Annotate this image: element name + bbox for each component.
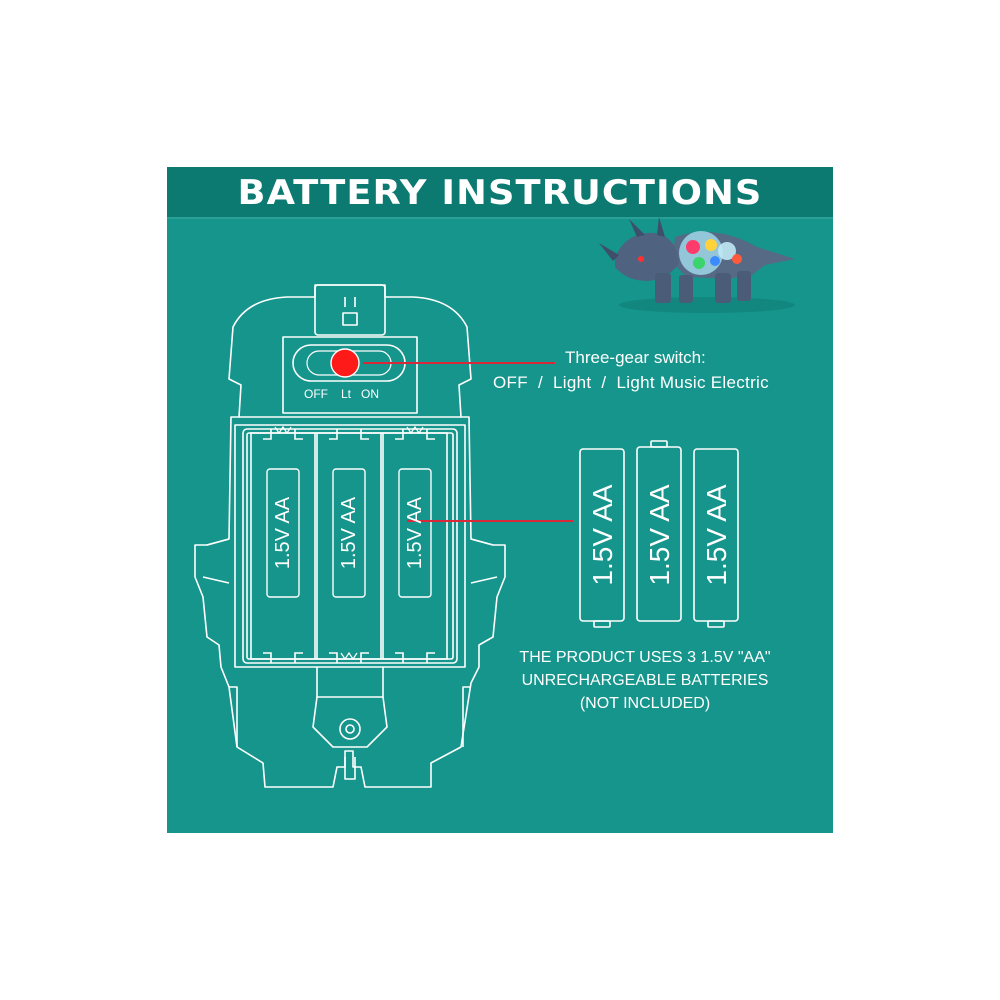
- product-note: THE PRODUCT USES 3 1.5V "AA" UNRECHARGEA…: [485, 646, 805, 715]
- loose-battery-label-2: 1.5V AA: [644, 484, 675, 586]
- loose-batteries: [579, 440, 739, 628]
- toy-underside-outline: [194, 284, 506, 788]
- loose-battery-label-1: 1.5V AA: [587, 484, 618, 586]
- loose-battery-label-3: 1.5V AA: [701, 484, 732, 586]
- battery-compartment-diagram: 1.5V AA 1.5V AA 1.5V AA 1.5V AA 1.5V AA …: [194, 217, 795, 788]
- product-note-line-3: (NOT INCLUDED): [579, 695, 711, 712]
- switch-position-off: OFF: [304, 387, 328, 401]
- switch-knob-icon: [330, 348, 360, 378]
- springs-top: [274, 425, 424, 661]
- title-bar: BATTERY INSTRUCTIONS: [167, 167, 833, 219]
- product-note-line-1: THE PRODUCT USES 3 1.5V "AA": [519, 649, 771, 666]
- triceratops-toy-icon: [599, 217, 795, 313]
- product-note-line-2: UNRECHARGEABLE BATTERIES: [521, 672, 769, 689]
- switch-options: OFF / Light / Light Music Electric: [493, 373, 769, 392]
- compartment-battery-label-2: 1.5V AA: [338, 496, 360, 569]
- page-title: BATTERY INSTRUCTIONS: [237, 173, 763, 213]
- battery-compartment: [242, 428, 458, 664]
- switch-position-on: ON: [361, 387, 379, 401]
- instruction-panel: BATTERY INSTRUCTIONS: [167, 167, 833, 833]
- switch-label: Three-gear switch:: [565, 348, 706, 367]
- switch-position-lt: Lt: [341, 387, 352, 401]
- compartment-battery-label-3: 1.5V AA: [404, 496, 426, 569]
- compartment-batteries: [266, 468, 432, 598]
- compartment-battery-label-1: 1.5V AA: [272, 496, 294, 569]
